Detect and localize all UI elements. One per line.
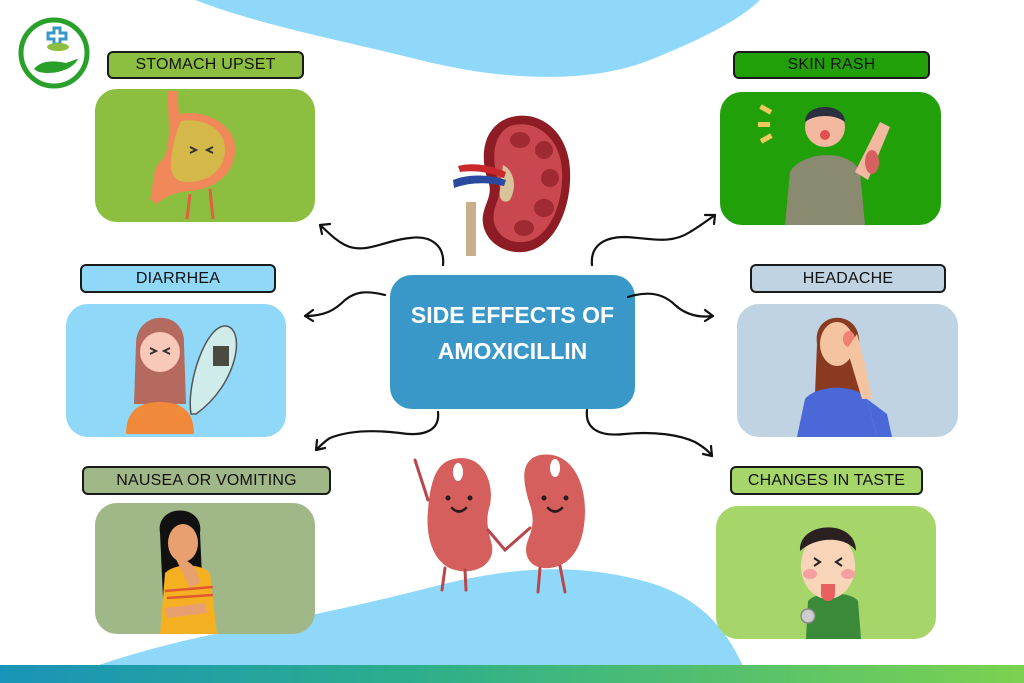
medical-hand-cross-icon [18,17,90,89]
stomach-icon [150,91,235,220]
skin-rash-person-icon [758,104,890,225]
headache-person-icon [797,317,892,437]
diarrhea-person-icon [126,317,238,434]
anatomical-kidney-icon [453,115,571,256]
label-text: HEADACHE [802,269,894,287]
label-skin-rash: SKIN RASH [733,51,930,79]
nausea-person-icon [159,510,217,634]
panel-nausea-or-vomiting [95,503,315,634]
label-stomach-upset: STOMACH UPSET [107,51,304,79]
panel-headache [737,304,958,437]
panel-skin-rash [720,92,941,225]
label-text: SKIN RASH [787,56,876,73]
label-text: STOMACH UPSET [135,56,276,73]
footer-bar [0,665,1024,683]
label-diarrhea: DIARRHEA [80,264,276,293]
panel-changes-in-taste [716,506,936,639]
label-nausea-or-vomiting: NAUSEA OR VOMITING [82,466,331,495]
label-text: NAUSEA OR VOMITING [116,471,297,489]
anatomical-kidney-illustration [448,110,578,260]
taste-person-icon [799,527,861,639]
label-changes-in-taste: CHANGES IN TASTE [730,466,923,495]
label-headache: HEADACHE [750,264,946,293]
panel-diarrhea [66,304,286,437]
title-line-2: AMOXICILLIN [437,338,588,364]
label-text: CHANGES IN TASTE [747,471,906,489]
logo [18,17,90,89]
cartoon-kidneys-illustration [410,450,610,595]
panel-stomach-upset [95,89,315,222]
cartoon-kidneys-icon [413,454,585,594]
center-title-box: SIDE EFFECTS OF AMOXICILLIN [390,275,635,409]
title-line-1: SIDE EFFECTS OF [410,302,615,328]
label-text: DIARRHEA [135,269,221,287]
